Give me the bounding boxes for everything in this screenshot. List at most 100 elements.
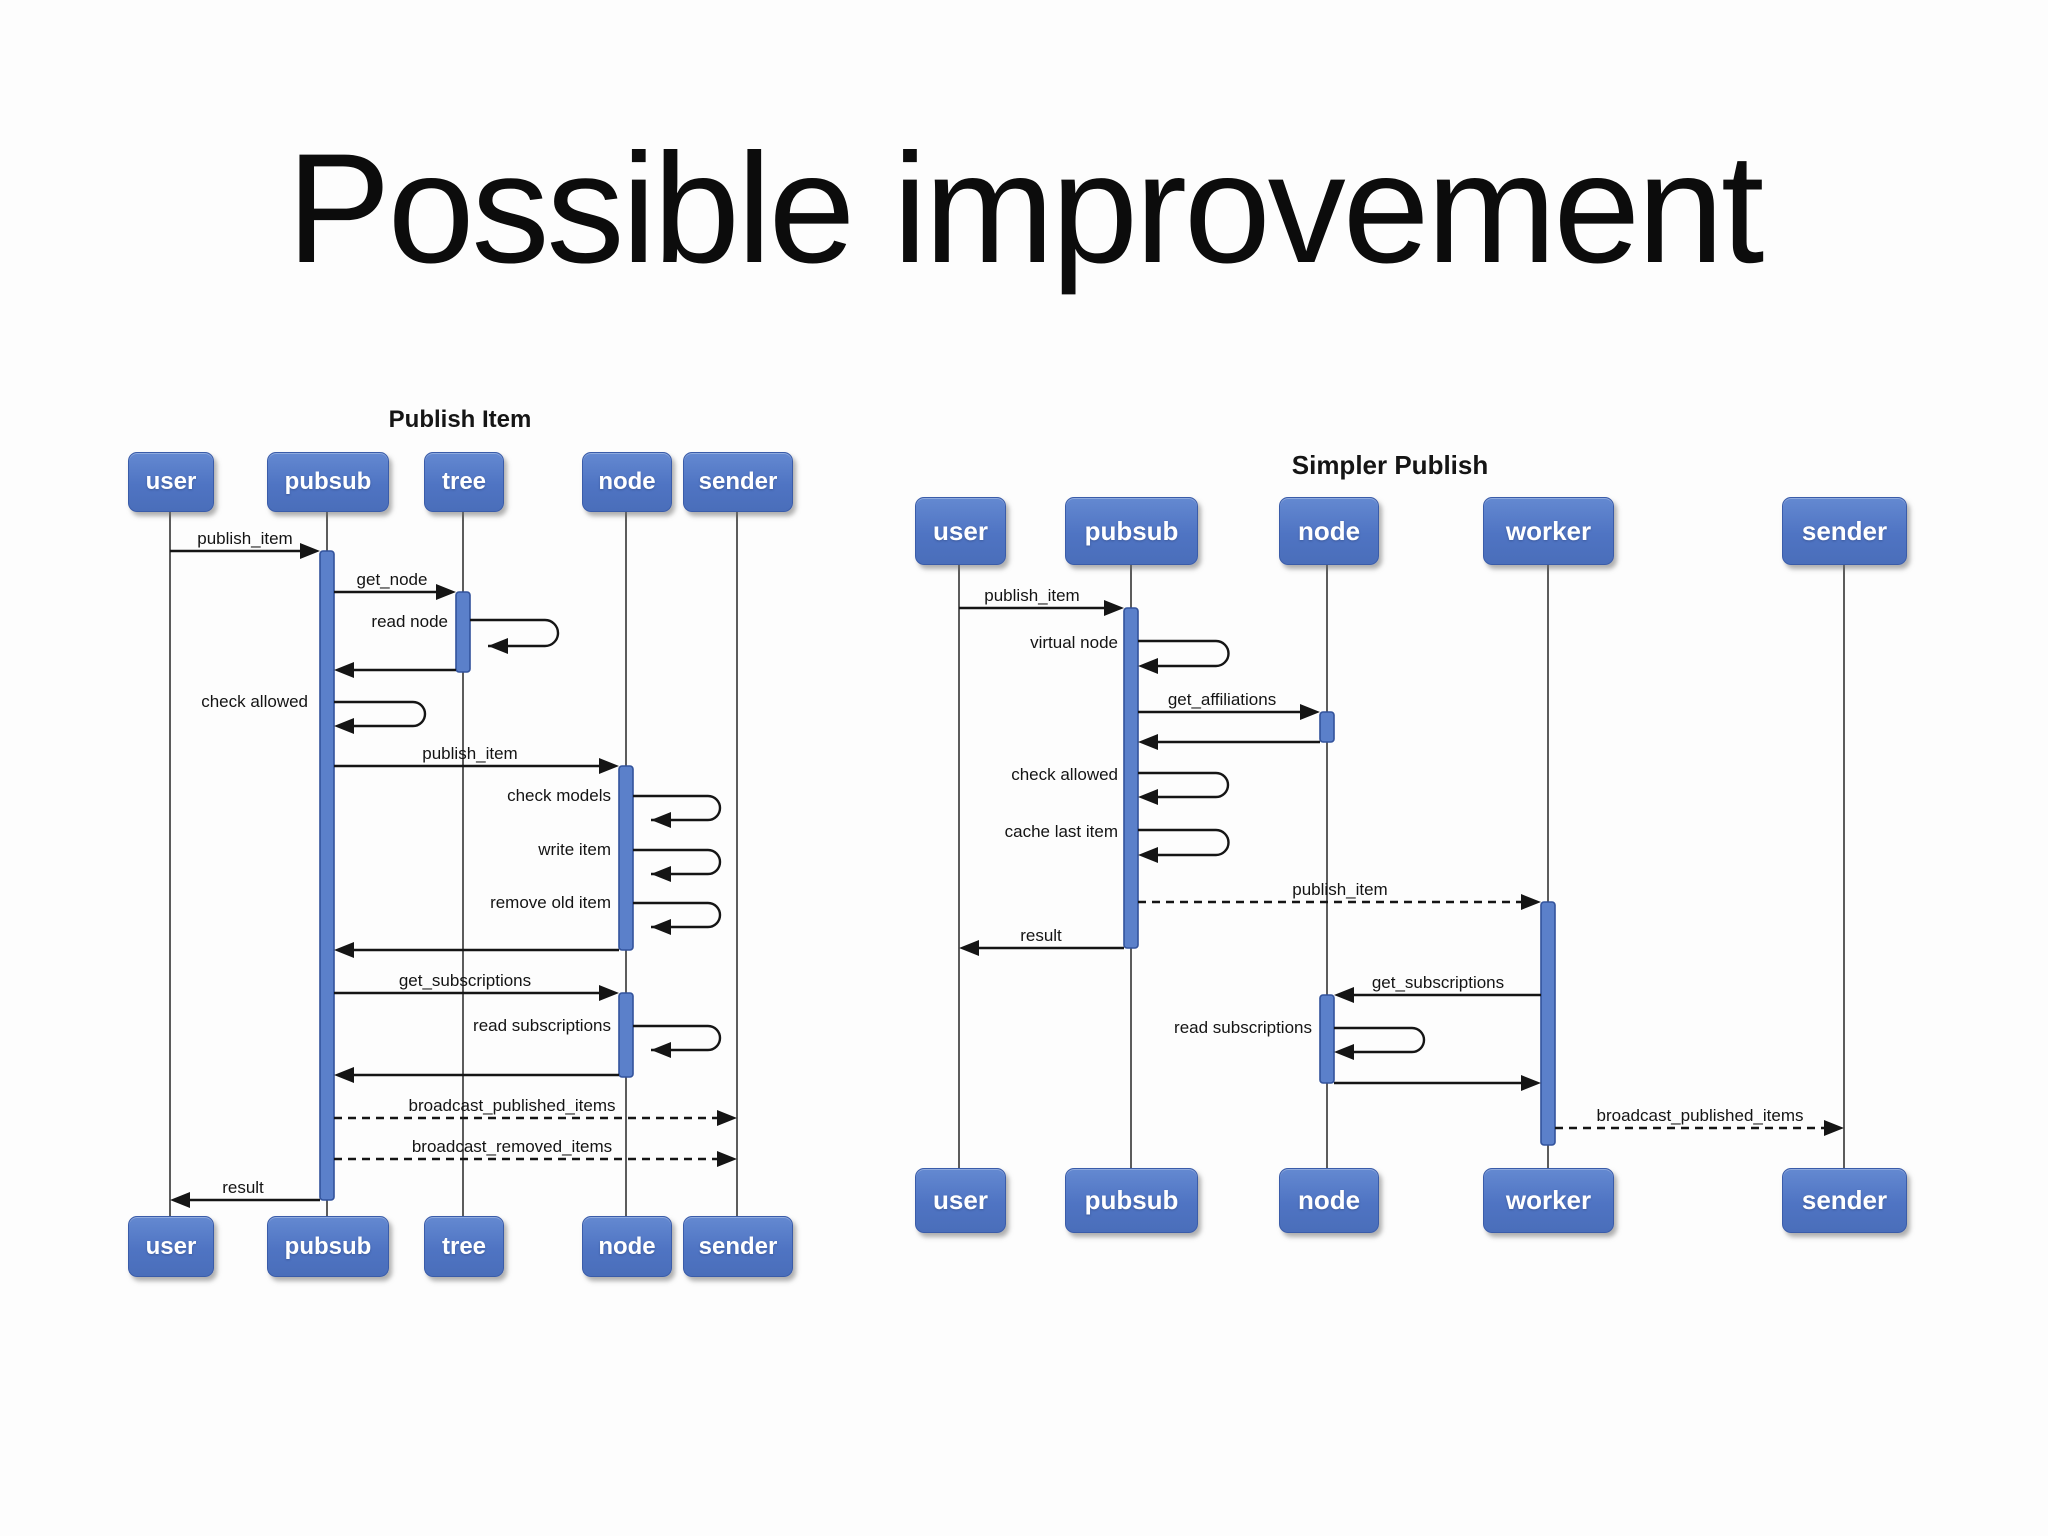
message-label: check models [507,786,611,805]
message-label: get_affiliations [1167,690,1277,709]
actor-box-pubsub-bottom: pubsub [1065,1168,1198,1233]
left-arrowheads [170,543,737,1208]
left-activation-bars [319,550,634,1201]
right-arrowheads [959,600,1844,1136]
actor-box-worker-bottom: worker [1483,1168,1614,1233]
message-label: publish_item [1292,880,1388,899]
activation-bar-node-1 [1319,711,1335,743]
message-label: broadcast_published_items [1596,1106,1804,1125]
actor-box-node-top: node [1279,497,1379,565]
self-loop-write-item [633,848,722,876]
diagram-title-publish-item: Publish Item [388,406,532,433]
actor-box-worker-top: worker [1483,497,1614,565]
message-label: cache last item [1004,822,1118,841]
activation-bar-node-2 [1319,994,1335,1084]
actor-box-pubsub-bottom: pubsub [267,1216,389,1277]
arrowhead [717,1151,737,1167]
actor-box-pubsub-top: pubsub [267,452,389,512]
arrowhead [1138,789,1158,805]
actor-box-node-bottom: node [1279,1168,1379,1233]
arrowhead [1521,894,1541,910]
message-label: get_node [356,570,428,589]
arrowhead [651,919,671,935]
actor-box-user-top: user [915,497,1006,565]
arrowhead [651,1042,671,1058]
message-label: read subscriptions [473,1016,611,1035]
self-loop-read-subscriptions [633,1024,722,1052]
left-message-lines [170,549,722,1202]
arrowhead [599,985,619,1001]
arrowhead [170,1192,190,1208]
self-loop-check-allowed [1138,771,1230,799]
message-label: check allowed [201,692,308,711]
self-loop-remove-old-item [633,901,722,929]
arrowhead [1104,600,1124,616]
actor-box-user-bottom: user [915,1168,1006,1233]
message-label: result [1020,926,1062,945]
message-label: write item [538,840,611,859]
self-loop-check-allowed [334,700,427,728]
actor-box-tree-bottom: tree [424,1216,504,1277]
actor-box-sender-bottom: sender [683,1216,793,1277]
message-label: get_subscriptions [398,971,532,990]
arrowhead [300,543,320,559]
arrowhead [1138,734,1158,750]
self-loop-check-models [633,794,722,822]
actor-box-node-top: node [582,452,672,512]
arrowhead [334,942,354,958]
activation-bar-node-2 [618,992,634,1078]
arrowhead [1138,847,1158,863]
actor-box-sender-top: sender [683,452,793,512]
message-label: publish_item [422,744,518,763]
message-label: read node [371,612,448,631]
actor-box-user-top: user [128,452,214,512]
message-label: publish_item [984,586,1080,605]
activation-bar-pubsub [319,550,335,1201]
arrowhead [334,1067,354,1083]
arrowhead [1824,1120,1844,1136]
message-label: check allowed [1011,765,1118,784]
actor-box-user-bottom: user [128,1216,214,1277]
message-label: remove old item [490,893,611,912]
self-loop-read-subscriptions [1334,1026,1426,1054]
arrowhead [651,812,671,828]
arrowhead [334,662,354,678]
arrowhead [488,638,508,654]
arrowhead [436,584,456,600]
arrowhead [959,940,979,956]
arrowhead [1300,704,1320,720]
self-loop-virtual-node [1138,639,1230,668]
activation-bar-tree [455,591,471,673]
arrowhead [334,718,354,734]
activation-bar-node-1 [618,765,634,951]
right-message-lines [959,606,1827,1130]
message-label: broadcast_removed_items [411,1137,613,1156]
arrowhead [717,1110,737,1126]
arrowhead [1138,658,1158,674]
actor-box-tree-top: tree [424,452,504,512]
message-label: read subscriptions [1174,1018,1312,1037]
activation-bar-pubsub [1123,607,1139,949]
message-label: publish_item [197,529,293,548]
message-label: get_subscriptions [1371,973,1505,992]
slide-title: Possible improvement [286,122,1765,296]
message-label: virtual node [1030,633,1118,652]
actor-box-sender-top: sender [1782,497,1907,565]
message-label: broadcast_published_items [408,1096,616,1115]
right-activation-bars [1123,607,1556,1146]
arrowhead [651,866,671,882]
right-lifelines [958,563,1845,1168]
self-loop-read-node [470,618,560,648]
arrowhead [1334,1044,1354,1060]
activation-bar-worker [1540,901,1556,1146]
message-label: result [222,1178,264,1197]
arrowhead [599,758,619,774]
diagram-title-simpler-publish: Simpler Publish [1291,450,1489,480]
actor-box-sender-bottom: sender [1782,1168,1907,1233]
actor-box-node-bottom: node [582,1216,672,1277]
self-loop-cache-last-item [1138,828,1230,857]
arrowhead [1521,1075,1541,1091]
actor-box-pubsub-top: pubsub [1065,497,1198,565]
